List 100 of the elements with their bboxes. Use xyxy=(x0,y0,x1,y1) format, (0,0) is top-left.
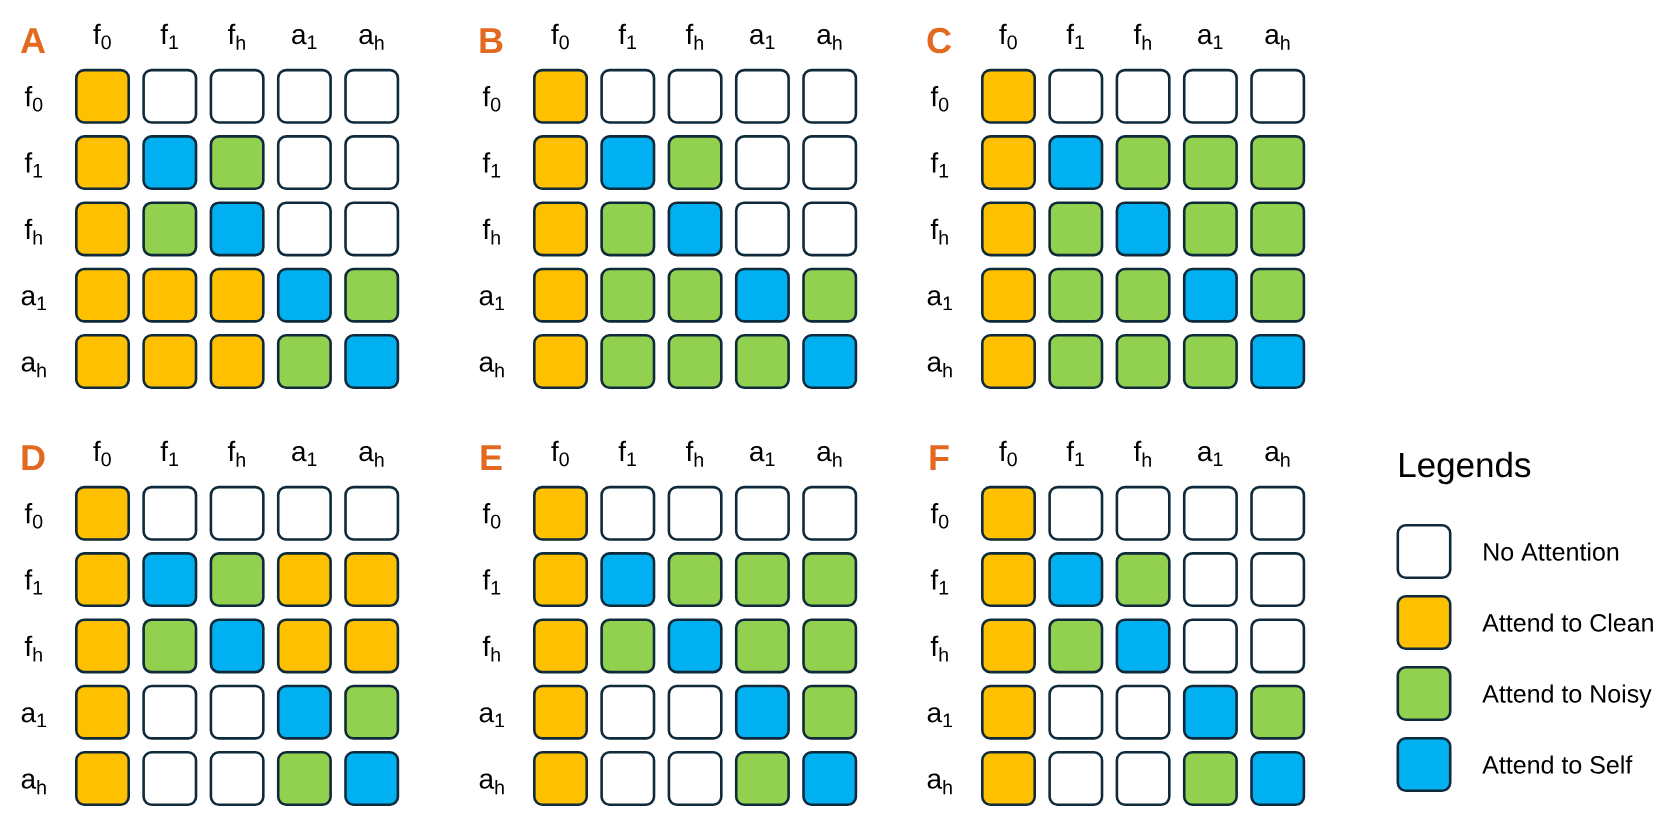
attention-cell xyxy=(1115,267,1171,323)
attention-cell xyxy=(734,135,790,191)
attention-cell xyxy=(209,552,265,608)
row-header: f$_{0}$ xyxy=(930,503,949,529)
attention-cell xyxy=(276,68,332,124)
attention-cell xyxy=(276,135,332,191)
attention-cell xyxy=(802,684,858,740)
attention-cell xyxy=(142,267,198,323)
attention-cell xyxy=(209,618,265,674)
row-header: f$_{0}$ xyxy=(24,503,43,529)
column-header: f$_{0}$ xyxy=(93,23,111,50)
column-header: f$_{0}$ xyxy=(93,440,111,467)
attention-cell xyxy=(1250,684,1306,740)
attention-cell xyxy=(981,334,1036,389)
attention-cell xyxy=(981,68,1036,124)
attention-cell xyxy=(1250,618,1306,674)
column-header: a$_{1}$ xyxy=(292,28,317,49)
panel-letter: D xyxy=(22,445,45,470)
column-header: f$_{h}$ xyxy=(1133,23,1151,50)
row-header: f$_{0}$ xyxy=(482,86,501,112)
attention-cell xyxy=(1115,135,1171,191)
column-header: a$_{1}$ xyxy=(292,445,317,466)
legend-text: Attend to Self xyxy=(1482,755,1633,774)
attention-cell xyxy=(1250,267,1306,323)
attention-cell xyxy=(1182,618,1238,674)
legend-text: No Attention xyxy=(1484,542,1619,561)
attention-cell xyxy=(75,267,130,323)
column-header: a$_{1}$ xyxy=(1198,445,1223,466)
row-header: a$_{h}$ xyxy=(21,356,46,378)
row-header: a$_{1}$ xyxy=(479,290,505,311)
column-header: a$_{h}$ xyxy=(1265,28,1290,50)
legend-text: Attend to Noisy xyxy=(1482,684,1652,708)
attention-cell xyxy=(75,552,130,608)
attention-cell xyxy=(209,201,265,257)
attention-cell xyxy=(734,201,790,257)
attention-cell xyxy=(75,485,130,541)
attention-cell xyxy=(802,485,858,541)
legend-text: Attend to Clean xyxy=(1482,613,1653,632)
attention-cell xyxy=(802,135,858,191)
attention-cell xyxy=(344,618,400,674)
attention-cell xyxy=(276,201,332,257)
column-header: a$_{1}$ xyxy=(750,445,775,466)
attention-cell xyxy=(75,684,130,740)
attention-cell xyxy=(667,751,723,806)
row-header: f$_{h}$ xyxy=(482,635,500,662)
attention-cell xyxy=(533,267,588,323)
attention-cell xyxy=(142,485,198,541)
row-header: f$_{1}$ xyxy=(24,569,43,595)
attention-cell xyxy=(1250,485,1306,541)
attention-cell xyxy=(344,552,400,608)
attention-cell xyxy=(209,684,265,740)
row-header: f$_{0}$ xyxy=(930,86,949,112)
attention-cell xyxy=(734,684,790,740)
attention-cell xyxy=(667,684,723,740)
attention-cell xyxy=(75,135,130,191)
attention-cell xyxy=(802,201,858,257)
attention-cell xyxy=(1250,552,1306,608)
panel-letter: A xyxy=(20,28,46,53)
attention-cell xyxy=(209,135,265,191)
attention-cell xyxy=(75,334,130,389)
attention-cell xyxy=(667,68,723,124)
legend-title: Legends xyxy=(1400,451,1531,485)
attention-cell xyxy=(1115,485,1171,541)
row-header: f$_{1}$ xyxy=(482,569,501,595)
panel-letter: F xyxy=(930,445,949,470)
attention-cell xyxy=(1048,334,1104,389)
attention-cell xyxy=(1250,751,1306,806)
row-header: f$_{h}$ xyxy=(930,218,948,245)
column-header: a$_{h}$ xyxy=(817,445,842,467)
column-header: f$_{1}$ xyxy=(160,23,178,49)
attention-cell xyxy=(142,751,198,806)
column-header: f$_{1}$ xyxy=(618,23,636,49)
row-header: f$_{h}$ xyxy=(24,635,42,662)
column-header: a$_{h}$ xyxy=(359,28,384,50)
attention-cell xyxy=(533,135,588,191)
attention-cell xyxy=(1182,684,1238,740)
attention-cell xyxy=(600,135,656,191)
attention-cell xyxy=(802,267,858,323)
attention-cell xyxy=(533,751,588,806)
attention-cell xyxy=(1115,751,1171,806)
attention-cell xyxy=(1115,68,1171,124)
attention-cell xyxy=(600,68,656,124)
attention-cell xyxy=(1115,334,1171,389)
attention-cell xyxy=(802,618,858,674)
attention-cell xyxy=(276,552,332,608)
attention-cell xyxy=(344,201,400,257)
attention-cell xyxy=(1048,552,1104,608)
attention-cell xyxy=(981,751,1036,806)
attention-cell xyxy=(75,68,130,124)
attention-cell xyxy=(209,267,265,323)
attention-cell xyxy=(667,201,723,257)
attention-cell xyxy=(142,684,198,740)
row-header: a$_{h}$ xyxy=(21,773,46,795)
attention-cell xyxy=(209,68,265,124)
column-header: f$_{1}$ xyxy=(1066,440,1084,466)
row-header: a$_{h}$ xyxy=(479,356,504,378)
attention-cell xyxy=(600,485,656,541)
attention-cell xyxy=(533,201,588,257)
attention-cell xyxy=(533,684,588,740)
column-header: f$_{1}$ xyxy=(1066,23,1084,49)
